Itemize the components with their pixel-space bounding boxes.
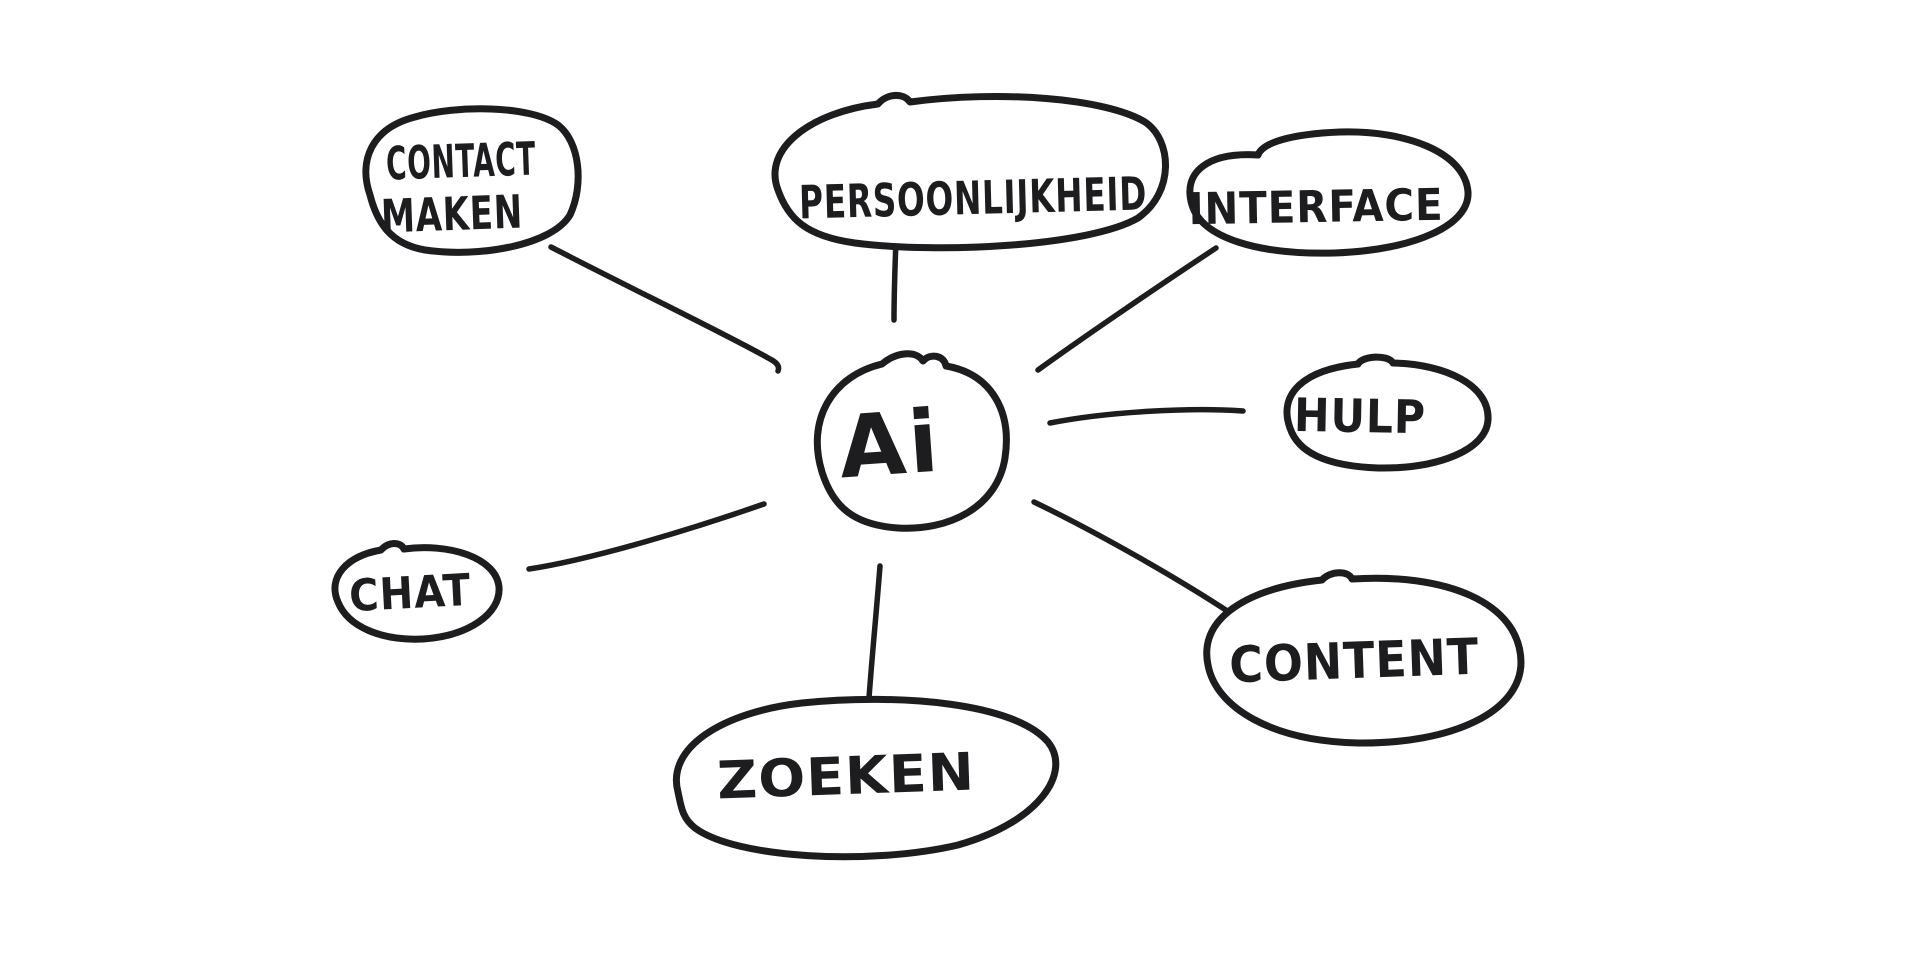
node-content-outline: [1203, 569, 1525, 747]
node-ai-label: Ai: [836, 392, 945, 499]
node-chat-label: CHAT: [348, 565, 473, 622]
node-interface-outline: [1186, 128, 1472, 257]
node-zoeken-outline: [672, 695, 1060, 861]
node-ai-outline: [813, 350, 1010, 532]
connector-ai-interface: [1035, 245, 1219, 373]
node-ai: Ai: [813, 350, 1010, 532]
node-hulp: HULP: [1283, 353, 1492, 472]
connector-ai-chat: [526, 501, 767, 572]
node-interface-label: INTERFACE: [1188, 180, 1444, 235]
node-content: CONTENT: [1203, 569, 1525, 747]
node-zoeken-label: ZOEKEN: [716, 743, 976, 812]
node-contact-maken-outline: [362, 105, 582, 256]
node-persoonlijkheid-outline: [771, 92, 1169, 252]
node-content-label: CONTENT: [1228, 628, 1480, 695]
connector-ai-persoonlijkheid: [891, 237, 899, 323]
node-contact-maken: CONTACT MAKEN: [362, 105, 582, 256]
node-interface: INTERFACE: [1186, 128, 1472, 257]
node-chat-outline: [331, 540, 503, 643]
node-hulp-outline: [1283, 353, 1492, 472]
connector-ai-content: [1031, 499, 1235, 617]
node-contact-maken-label-line1: CONTACT: [385, 131, 537, 190]
node-zoeken: ZOEKEN: [672, 695, 1060, 861]
node-persoonlijkheid: PERSOONLIJKHEID: [771, 92, 1169, 252]
node-hulp-label: HULP: [1294, 388, 1427, 444]
connectors: [526, 237, 1246, 730]
node-chat: CHAT: [331, 540, 503, 643]
connector-ai-contact-maken: [548, 244, 782, 374]
node-persoonlijkheid-label: PERSOONLIJKHEID: [798, 166, 1147, 229]
connector-ai-hulp: [1047, 406, 1246, 426]
node-contact-maken-label-line2: MAKEN: [380, 185, 524, 244]
